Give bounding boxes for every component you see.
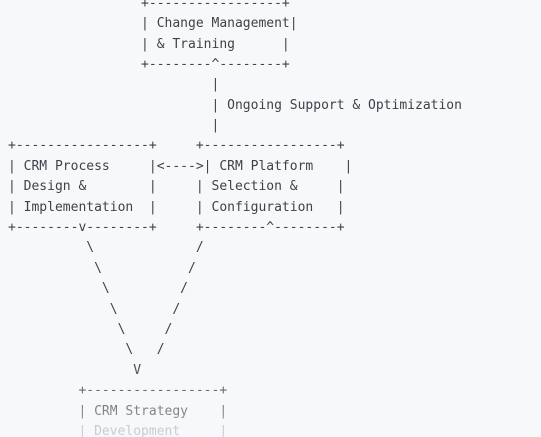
- converging-connector: \ /: [8, 261, 196, 276]
- change-management-box-label: | Change Management|: [8, 16, 298, 31]
- converging-connector: \ /: [8, 281, 189, 296]
- crm-strategy-box-label: | Development |: [8, 424, 228, 437]
- converging-connector: \ /: [8, 342, 165, 357]
- connector-line: |: [8, 118, 220, 133]
- connector-line: |: [8, 77, 220, 92]
- change-management-box-bottom-border: +--------^--------+: [8, 57, 290, 72]
- change-management-box-label: | & Training |: [8, 37, 290, 52]
- ongoing-support-label: | Ongoing Support & Optimization: [8, 98, 462, 113]
- middle-boxes-top-border: +-----------------+ +-----------------+: [8, 138, 345, 153]
- middle-boxes-bottom-border: +--------v--------+ +--------^--------+: [8, 220, 345, 235]
- crm-process-platform-label: | CRM Process |<---->| CRM Platform |: [8, 159, 353, 174]
- crm-strategy-box-label: | CRM Strategy |: [8, 404, 228, 419]
- arrow-head-down: V: [8, 363, 142, 378]
- converging-connector: \ /: [8, 302, 181, 317]
- converging-connector: \ /: [8, 322, 173, 337]
- converging-connector: \ /: [8, 240, 204, 255]
- crm-strategy-box-top-border: +-----------------+: [8, 383, 228, 398]
- change-management-box-top-border: +-----------------+: [8, 0, 290, 11]
- crm-process-platform-label: | Design & | | Selection & |: [8, 179, 345, 194]
- crm-process-platform-label: | Implementation | | Configuration |: [8, 200, 345, 215]
